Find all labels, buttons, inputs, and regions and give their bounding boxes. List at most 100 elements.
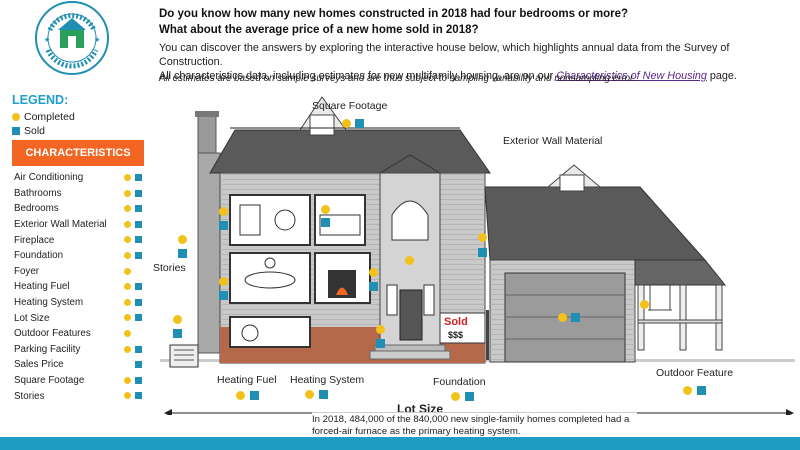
stories-completed-marker[interactable]	[178, 235, 187, 244]
completed-dot-icon	[124, 174, 131, 181]
sold-square-icon	[135, 251, 142, 259]
intro-line-2-post: page.	[706, 70, 737, 82]
completed-dot-icon	[124, 392, 131, 400]
interactive-house-illustration	[160, 96, 795, 415]
characteristic-item[interactable]: Air Conditioning	[14, 170, 144, 186]
legend-completed: Completed	[12, 111, 75, 123]
characteristic-label: Sales Price	[14, 359, 64, 371]
fact-tooltip: In 2018, 484,000 of the 840,000 new sing…	[312, 412, 637, 438]
characteristic-indicators	[124, 345, 142, 353]
characteristic-indicators	[124, 189, 142, 197]
characteristic-indicators	[124, 205, 142, 213]
parking-completed-marker[interactable]	[558, 313, 567, 322]
foyer-completed-marker[interactable]	[405, 256, 414, 265]
outdoor-feature-completed-marker[interactable]	[683, 386, 692, 395]
outdoor-completed-marker[interactable]	[640, 300, 649, 309]
footer-bar	[0, 437, 800, 450]
parking-sold-marker[interactable]	[571, 313, 580, 322]
characteristic-label: Air Conditioning	[14, 172, 84, 184]
exterior-wall-sold-marker[interactable]	[478, 248, 487, 257]
characteristic-item[interactable]: Square Footage	[14, 373, 144, 389]
bedrooms-completed-marker[interactable]	[321, 205, 330, 214]
completed-dot-icon	[124, 376, 131, 384]
legend-completed-label: Completed	[24, 111, 75, 123]
foundation-completed-marker[interactable]	[451, 392, 460, 401]
characteristic-label: Outdoor Features	[14, 328, 91, 340]
legend-title: LEGEND:	[12, 93, 69, 107]
heating-fuel-sold-marker[interactable]	[250, 391, 259, 400]
square-footage-completed-marker[interactable]	[342, 119, 351, 128]
outdoor-feature-sold-marker[interactable]	[697, 386, 706, 395]
svg-text:★: ★	[94, 36, 100, 44]
sold-square-icon	[12, 127, 20, 135]
characteristic-indicators	[124, 174, 142, 181]
sold-square-icon	[135, 376, 142, 384]
characteristic-item[interactable]: Fireplace	[14, 232, 144, 248]
sold-square-icon	[135, 189, 142, 197]
air-conditioning-sold-marker[interactable]	[173, 329, 182, 338]
characteristics-of-new-housing-link[interactable]: Characteristics of New Housing	[556, 70, 707, 82]
characteristic-item[interactable]: Outdoor Features	[14, 326, 144, 342]
characteristic-indicators	[124, 267, 142, 275]
stories-label[interactable]: Stories	[153, 262, 186, 274]
characteristic-item[interactable]: Heating Fuel	[14, 279, 144, 295]
sold-sign[interactable]	[439, 310, 489, 360]
sold-sign-text: Sold	[444, 316, 468, 328]
bathrooms-sold-marker[interactable]	[219, 221, 228, 230]
square-footage-label[interactable]: Square Footage	[312, 100, 388, 112]
fireplace-sold-marker[interactable]	[369, 282, 378, 291]
intro-paragraph: You can discover the answers by explorin…	[159, 41, 794, 83]
characteristic-item[interactable]: Sales Price	[14, 357, 144, 373]
characteristic-label: Stories	[14, 390, 45, 402]
characteristic-indicators	[124, 283, 142, 291]
square-footage-sold-marker[interactable]	[355, 119, 364, 128]
sold-sign-price: $$$	[448, 330, 464, 340]
room-bathroom[interactable]	[229, 194, 311, 246]
air-conditioner-unit[interactable]	[169, 344, 199, 368]
completed-dot-icon	[12, 113, 20, 121]
bedrooms-sold-marker[interactable]	[321, 218, 330, 227]
heating-system-label[interactable]: Heating System	[290, 374, 365, 386]
heating-system-completed-marker[interactable]	[305, 390, 314, 399]
characteristic-label: Bedrooms	[14, 203, 59, 215]
bathrooms-completed-marker[interactable]	[219, 207, 228, 216]
stories-sold-marker[interactable]	[178, 249, 187, 258]
porch[interactable]	[634, 259, 727, 351]
characteristic-item[interactable]: Bathrooms	[14, 186, 144, 202]
sold-square-icon	[135, 205, 142, 213]
completed-dot-icon	[124, 345, 131, 353]
room-dining[interactable]	[229, 252, 311, 304]
characteristic-item[interactable]: Heating System	[14, 295, 144, 311]
sampling-note: All estimates are based on sample survey…	[159, 73, 636, 84]
room-basement[interactable]	[229, 316, 311, 348]
heating-system-room-completed-marker[interactable]	[376, 325, 385, 334]
characteristic-label: Exterior Wall Material	[14, 219, 107, 231]
dining-sold-marker[interactable]	[219, 291, 228, 300]
characteristic-item[interactable]: Exterior Wall Material	[14, 217, 144, 233]
characteristic-item[interactable]: Foundation	[14, 248, 144, 264]
characteristic-item[interactable]: Foyer	[14, 264, 144, 280]
foundation-sold-marker[interactable]	[465, 392, 474, 401]
characteristic-indicators	[124, 298, 142, 306]
legend-sold: Sold	[12, 125, 45, 137]
outdoor-feature-label[interactable]: Outdoor Feature	[656, 367, 734, 379]
fireplace-completed-marker[interactable]	[369, 268, 378, 277]
room-fireplace[interactable]	[314, 252, 371, 304]
exterior-wall-label[interactable]: Exterior Wall Material	[503, 135, 603, 147]
heating-fuel-completed-marker[interactable]	[236, 391, 245, 400]
heating-fuel-label[interactable]: Heating Fuel	[217, 374, 277, 386]
characteristic-indicators	[124, 376, 142, 384]
characteristic-item[interactable]: Bedrooms	[14, 201, 144, 217]
dining-completed-marker[interactable]	[219, 277, 228, 286]
characteristic-item[interactable]: Lot Size	[14, 310, 144, 326]
characteristic-item[interactable]: Stories	[14, 388, 144, 404]
heating-system-room-sold-marker[interactable]	[376, 339, 385, 348]
sold-square-icon	[135, 298, 142, 306]
garage-door[interactable]	[504, 272, 626, 363]
foundation-label[interactable]: Foundation	[433, 376, 486, 388]
exterior-wall-completed-marker[interactable]	[478, 233, 487, 242]
heating-system-sold-marker[interactable]	[319, 390, 328, 399]
characteristic-item[interactable]: Parking Facility	[14, 342, 144, 358]
sold-square-icon	[135, 236, 142, 244]
air-conditioning-completed-marker[interactable]	[173, 315, 182, 324]
